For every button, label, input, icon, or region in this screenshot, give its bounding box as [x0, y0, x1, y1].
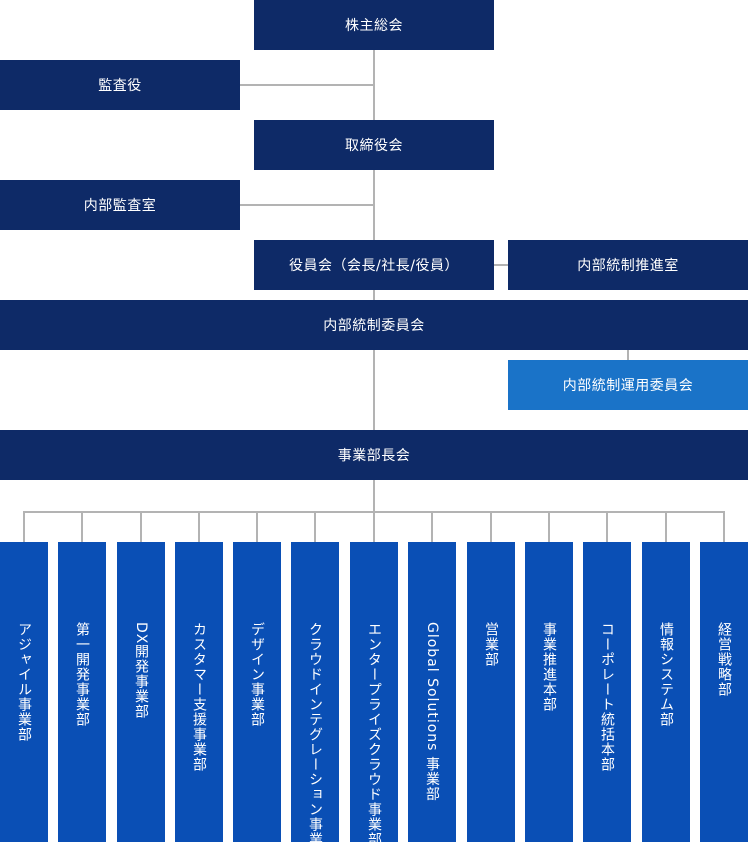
- department-label: コーポレート統括本部: [599, 622, 615, 772]
- department-label: アジャイル事業部: [16, 622, 32, 742]
- department-label: 経営戦略部: [716, 622, 732, 697]
- department-sales: 営業部: [467, 542, 515, 842]
- main-trunk-line: [373, 50, 375, 542]
- department-dx-development: DX開発事業部: [117, 542, 165, 842]
- department-stub-line: [314, 511, 316, 542]
- internal-control-operation-committee: 内部統制運用委員会: [508, 360, 748, 410]
- ic-operation-connector: [627, 350, 629, 360]
- department-customer-support: カスタマー支援事業部: [175, 542, 223, 842]
- department-corporate-management: コーポレート統括本部: [583, 542, 631, 842]
- department-label: DX開発事業部: [133, 622, 149, 720]
- department-label: 営業部: [483, 622, 499, 667]
- department-design: デザイン事業部: [233, 542, 281, 842]
- department-label: 第一開発事業部: [74, 622, 90, 727]
- ic-promotion-connector: [494, 264, 508, 266]
- division-heads-meeting: 事業部長会: [0, 430, 748, 480]
- department-management-strategy: 経営戦略部: [700, 542, 748, 842]
- department-label: 情報システム部: [658, 622, 674, 727]
- department-information-systems: 情報システム部: [642, 542, 690, 842]
- department-stub-line: [665, 511, 667, 542]
- department-stub-line: [723, 511, 725, 542]
- auditors-connector: [240, 84, 374, 86]
- officers-meeting: 役員会（会長/社長/役員）: [254, 240, 494, 290]
- internal-audit-connector: [240, 204, 374, 206]
- board-of-directors: 取締役会: [254, 120, 494, 170]
- internal-control-committee: 内部統制委員会: [0, 300, 748, 350]
- department-stub-line: [81, 511, 83, 542]
- auditors-box: 監査役: [0, 60, 240, 110]
- department-cloud-integration: クラウドインテグレーション事業部: [291, 542, 339, 842]
- department-stub-line: [256, 511, 258, 542]
- department-stub-line: [548, 511, 550, 542]
- department-stub-line: [140, 511, 142, 542]
- department-stub-line: [23, 511, 25, 542]
- department-label: 事業推進本部: [541, 622, 557, 712]
- department-agile: アジャイル事業部: [0, 542, 48, 842]
- department-stub-line: [431, 511, 433, 542]
- department-business-promotion: 事業推進本部: [525, 542, 573, 842]
- department-global-solutions: Global Solutions 事業部: [408, 542, 456, 842]
- department-stub-line: [198, 511, 200, 542]
- shareholders-meeting: 株主総会: [254, 0, 494, 50]
- department-stub-line: [373, 511, 375, 542]
- department-stub-line: [490, 511, 492, 542]
- department-label: エンタープライズクラウド事業部: [366, 622, 382, 842]
- department-enterprise-cloud: エンタープライズクラウド事業部: [350, 542, 398, 842]
- internal-audit-office: 内部監査室: [0, 180, 240, 230]
- department-label: カスタマー支援事業部: [191, 622, 207, 772]
- department-stub-line: [606, 511, 608, 542]
- department-first-development: 第一開発事業部: [58, 542, 106, 842]
- department-label: クラウドインテグレーション事業部: [307, 622, 323, 842]
- department-label: Global Solutions 事業部: [424, 622, 440, 802]
- department-label: デザイン事業部: [249, 622, 265, 727]
- internal-control-promotion-office: 内部統制推進室: [508, 240, 748, 290]
